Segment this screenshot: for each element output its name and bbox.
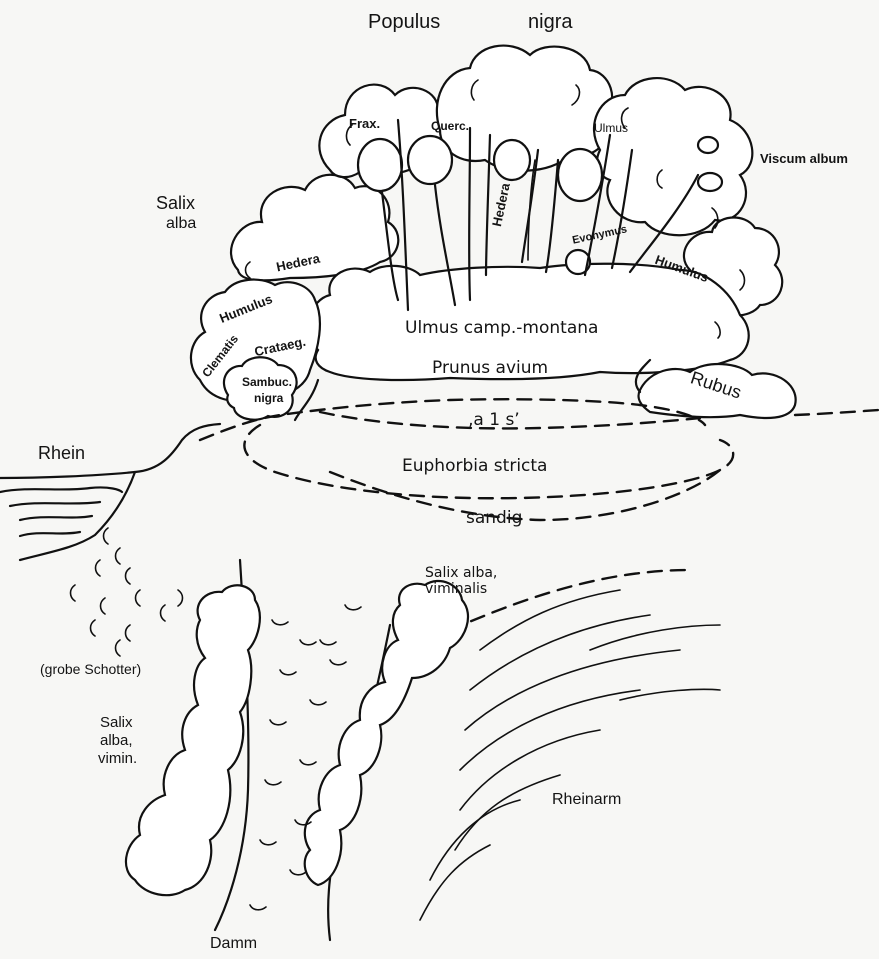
salix-column-right: [305, 581, 468, 885]
label-a1s: ‚a 1 s’: [468, 412, 520, 429]
label-alba: alba: [166, 216, 196, 232]
rhein-water: [0, 487, 122, 536]
label-prunus-avium: Prunus avium: [432, 360, 548, 377]
frax-inner-crown: [358, 139, 402, 191]
label-salix-alba-viminalis: Salix alba,: [425, 566, 497, 580]
bank-outline: [0, 360, 650, 560]
label-viscum-album: Viscum album: [760, 152, 848, 165]
label-sandig: sandig: [466, 510, 522, 527]
label-vimin: vimin.: [98, 751, 137, 766]
label-populus: Populus: [368, 12, 440, 32]
label-ulmus-camp-montana: Ulmus camp.-montana: [405, 320, 598, 337]
viscum-tuft-1: [698, 137, 718, 153]
label-frax: Frax.: [349, 117, 380, 130]
label-grobe-schotter: (grobe Schotter): [40, 662, 141, 676]
label-nigra: nigra: [528, 12, 572, 32]
querc-inner-crown: [408, 136, 452, 184]
label-querc: Querc.: [431, 120, 469, 132]
label-salix-lower: Salix: [100, 715, 133, 730]
hedera-inner-crown: [494, 140, 530, 180]
viscum-tuft-2: [698, 173, 722, 191]
evonymus-inner-crown: [558, 149, 602, 201]
label-rhein: Rhein: [38, 444, 85, 462]
label-sambuc-nigra: nigra: [254, 392, 283, 404]
ulmus-canopy: [594, 78, 752, 235]
label-salix: Salix: [156, 194, 195, 212]
label-euphorbia-stricta: Euphorbia stricta: [402, 458, 547, 475]
label-damm: Damm: [210, 936, 257, 952]
salix-column-left: [126, 585, 260, 895]
dashed-boundaries: [200, 399, 879, 630]
rheinarm-arcs: [420, 590, 720, 920]
label-sambuc: Sambuc.: [242, 376, 292, 388]
salix-columns: [126, 581, 468, 895]
label-viminalis: viminalis: [425, 582, 487, 596]
label-rheinarm: Rheinarm: [552, 792, 621, 808]
label-ulmus: Ulmus: [594, 122, 628, 134]
label-alba-lower: alba,: [100, 733, 133, 748]
